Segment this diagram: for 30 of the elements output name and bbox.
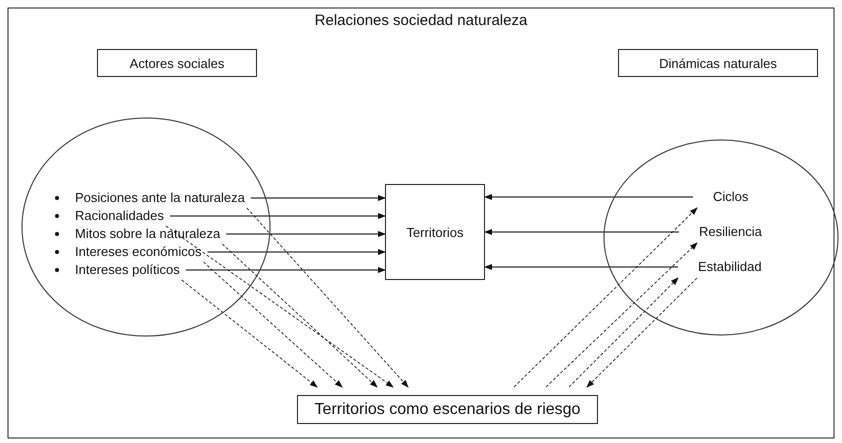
arrow [484,229,680,235]
arrow [203,262,343,388]
list-item-text: Intereses políticos [75,261,180,279]
arrow [181,280,318,388]
arrow [484,264,678,270]
process-box: Territorios [385,184,485,280]
arrow [246,208,409,388]
arrow [546,242,698,388]
arrow [484,194,694,200]
arrow [226,231,386,237]
factor-label: Ciclos [713,188,748,206]
arrow [222,244,378,388]
arrow [185,267,386,273]
arrow [514,207,698,388]
arrow [169,213,386,219]
factor-label: Resiliencia [699,223,762,241]
factor-label: Estabilidad [698,258,762,276]
list-item-text: Intereses económicos [75,243,202,261]
label-box: Territorios como escenarios de riesgo [297,395,598,424]
arrow [250,195,386,201]
arrow [568,277,679,388]
arrow [586,278,698,388]
diagram-title: Relaciones sociedad naturaleza [314,12,528,29]
list-item-text: Racionalidades [75,207,164,225]
arrow [206,249,386,255]
list-item-text: Posiciones ante la naturaleza [75,189,245,207]
arrow [166,226,394,388]
label-box: Dinámicas naturales [618,49,818,77]
list-item-text: Mitos sobre la naturaleza [75,225,220,243]
label-box: Actores sociales [97,49,257,77]
